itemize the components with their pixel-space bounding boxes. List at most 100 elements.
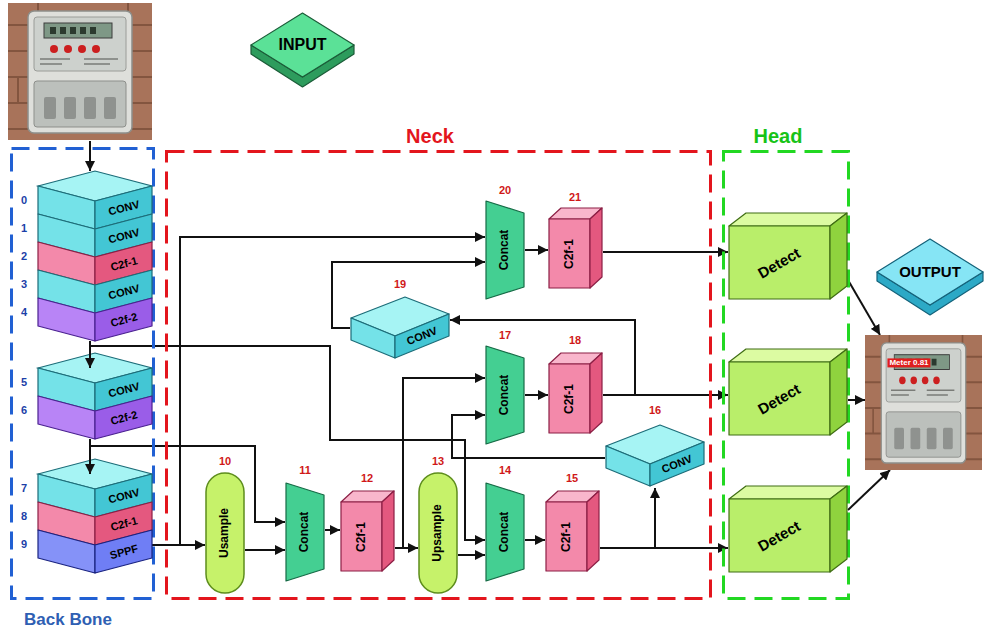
shape-face [729,362,830,435]
shape-face [38,396,95,439]
module-label: C2f-1 [563,239,577,269]
dashed-frame [12,149,154,599]
callout-number: 19 [394,278,406,291]
concat-trapezoid: Concat [485,200,525,300]
upsample-pill: Upsample [418,472,458,594]
callout-number: 1 [21,222,27,235]
callout-number: 9 [21,538,27,551]
module-label: C2f-1 [563,384,577,414]
shape-face [95,298,152,341]
shape-face [729,349,847,362]
callout-number: 7 [21,482,27,495]
region-heading: Neck [406,125,454,148]
region-heading: Back Bone [24,610,112,630]
shape-face [419,473,457,593]
concat-trapezoid: Concat [485,482,525,582]
shape-face [341,502,382,571]
shape-face [395,314,449,358]
shape-face [830,486,847,572]
module-label: C2f-1 [560,522,574,552]
region-heading: Head [754,125,803,148]
layer-slab: SPPF [38,530,152,573]
shape-face [877,239,983,305]
concat-trapezoid: Concat [285,482,325,582]
dashed-frame [167,152,711,599]
module-label: Concat [298,512,312,553]
connector-arrow [525,394,548,396]
shape-face [95,396,152,439]
module-label: Concat [498,230,512,271]
callout-number: 12 [361,472,373,485]
callout-number: 5 [21,376,27,389]
shape-outline [865,335,982,470]
callout-number: 20 [499,184,511,197]
shape-face [38,530,95,573]
shape-face [830,213,847,299]
callout-number: 8 [21,510,27,523]
detection-tag: Meter 0.81 [887,358,930,367]
connector-arrow [603,251,728,253]
connector-arrow [525,249,548,251]
callout-number: 14 [499,464,511,477]
region-frame: NeckUsampleConcatC2f-1UpsampleConcatC2f-… [165,150,712,600]
module-label: Concat [498,375,512,416]
callout-number: 6 [21,404,27,417]
connector-arrow [848,399,865,401]
shape-face [830,349,847,435]
callout-number: 0 [21,194,27,207]
input-arrow [89,141,91,171]
shape-face [206,473,244,593]
detect-cube: Detect [728,485,848,573]
shape-face [382,491,394,571]
connector-arrow [90,439,285,522]
shape-face [286,483,324,581]
shape-face [95,530,152,573]
callout-number: 2 [21,250,27,263]
connector-arrow [600,488,655,548]
shape-face [729,499,830,572]
module-label: Usample [218,508,232,558]
upsample-pill: Usample [205,472,245,594]
region-frame: HeadDetectDetectDetect [722,150,850,600]
output-meter-photo [865,335,982,470]
shape-face [606,446,650,486]
meter-photo: Meter 0.81 [865,335,982,470]
module-label: INPUT [279,36,327,54]
callout-number: 15 [566,472,578,485]
shape-face [650,442,704,486]
detect-cube: Detect [728,348,848,436]
callout-number: 17 [499,329,511,342]
input-meter-photo [8,3,152,140]
callout-number: 21 [569,191,581,204]
conv-block: CONV [350,296,450,360]
connector-arrow [458,554,485,556]
connector-arrow [325,529,340,531]
shape-face [549,219,590,288]
module-label: OUTPUT [899,263,961,280]
c2f-cube: C2f-1 [548,207,603,289]
shape-face [549,364,590,433]
io-diamond: INPUT [250,12,355,88]
c2f-cube: C2f-1 [340,490,395,572]
callout-number: 10 [219,455,231,468]
shape-face [38,298,95,341]
shape-face [729,226,830,299]
dashed-frame [724,152,849,599]
callout-number: 11 [299,464,311,477]
callout-number: 3 [21,278,27,291]
connector-arrow [450,320,635,395]
layer-slab: C2f-2 [38,298,152,341]
c2f-cube: C2f-1 [548,352,603,434]
callout-number: 18 [569,334,581,347]
connector-arrow [848,280,880,335]
connector-arrow [848,470,890,510]
shape-face [546,502,587,571]
region-frame: Back BoneCONVCONVC2f-1CONVC2f-2CONVC2f-2… [10,147,155,600]
detect-cube: Detect [728,212,848,300]
shape-face [587,491,599,571]
conv-block: CONV [605,424,705,488]
io-diamond: OUTPUT [876,238,984,316]
c2f-cube: C2f-1 [545,490,600,572]
